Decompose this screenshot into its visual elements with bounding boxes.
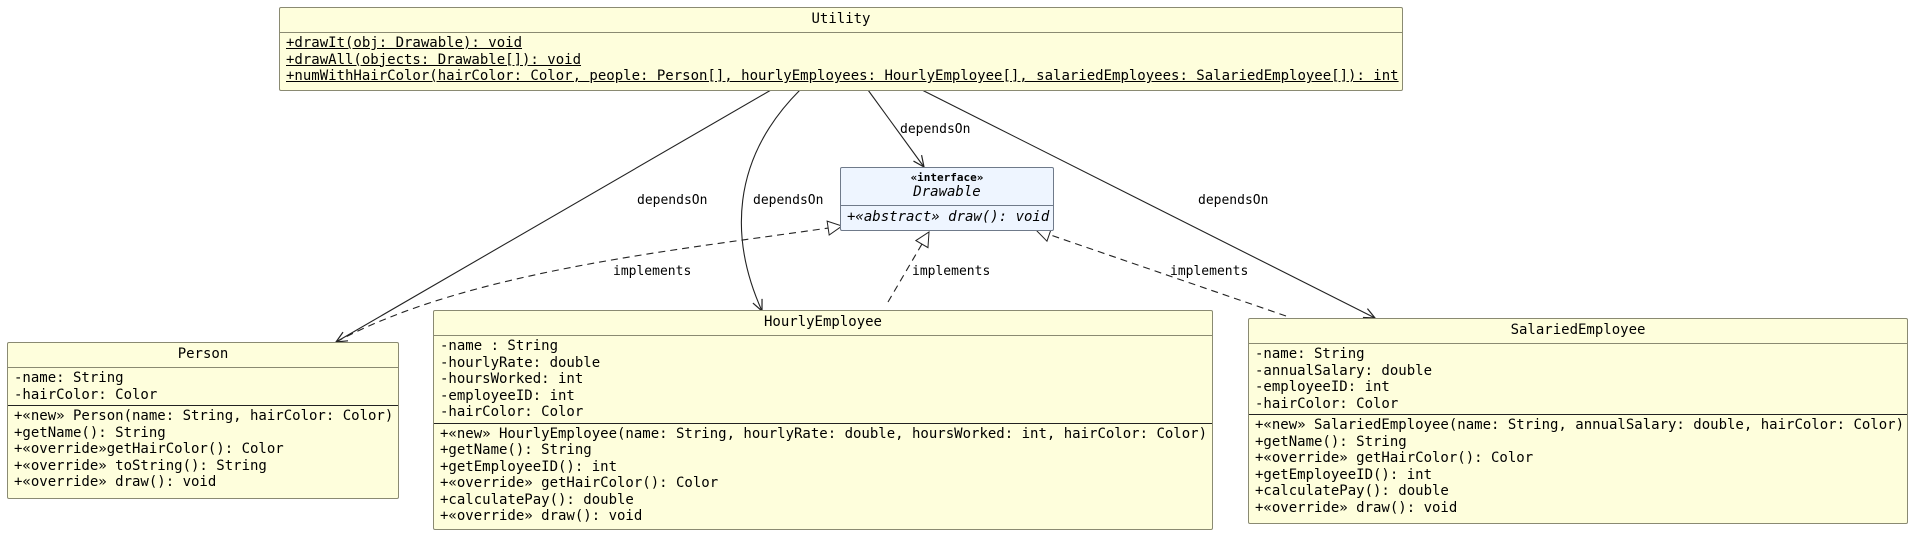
interface-drawable-operations: +«abstract» draw(): void (841, 206, 1053, 228)
label-implements-salaried: implements (1170, 264, 1248, 279)
label-implements-hourly: implements (912, 264, 990, 279)
label-depends-drawable: dependsOn (900, 122, 970, 137)
person-operation: +«new» Person(name: String, hairColor: C… (14, 408, 394, 424)
hourly-attribute: -employeeID: int (440, 387, 575, 404)
utility-operation: +drawIt(obj: Drawable): void (286, 35, 523, 51)
salaried-attribute: -employeeID: int (1255, 379, 1390, 395)
person-operation: +«override» draw(): void (14, 474, 217, 490)
salaried-operation: +«new» SalariedEmployee(name: String, an… (1255, 417, 1905, 433)
class-person-name: Person (177, 346, 229, 362)
salaried-operation: +calculatePay(): double (1255, 483, 1449, 499)
salaried-attribute: -annualSalary: double (1255, 362, 1433, 379)
class-utility: Utility +drawIt(obj: Drawable): void +dr… (279, 7, 1403, 91)
label-depends-salaried: dependsOn (1198, 193, 1268, 208)
person-operation: +«override» toString(): String (14, 457, 267, 474)
hourly-operation: +getName(): String (440, 442, 592, 458)
label-depends-person: dependsOn (637, 193, 707, 208)
hourly-attribute: -hairColor: Color (440, 404, 584, 420)
class-hourly-attributes: -name : String -hourlyRate: double -hour… (434, 336, 1212, 423)
hourly-operation: +«new» HourlyEmployee(name: String, hour… (440, 425, 1208, 442)
salaried-attribute: -name: String (1255, 346, 1365, 362)
edge-utility-to-salaried (921, 89, 1377, 319)
class-person-attributes: -name: String -hairColor: Color (8, 368, 398, 405)
class-utility-operations: +drawIt(obj: Drawable): void +drawAll(ob… (280, 33, 1402, 87)
class-utility-header: Utility (280, 8, 1402, 33)
hourly-attribute: -hoursWorked: int (440, 371, 584, 387)
hourly-attribute: -name : String (440, 338, 559, 354)
drawable-operation: +«abstract» draw(): void (847, 209, 1050, 225)
label-implements-person: implements (613, 264, 691, 279)
edge-utility-to-person (334, 89, 772, 343)
class-utility-name: Utility (811, 11, 871, 27)
class-hourly-name: HourlyEmployee (763, 314, 882, 330)
class-salaried-header: SalariedEmployee (1249, 319, 1907, 344)
interface-drawable-name: Drawable (913, 184, 981, 200)
salaried-operation: +«override» draw(): void (1255, 499, 1458, 516)
class-salaried-attributes: -name: String -annualSalary: double -emp… (1249, 344, 1907, 414)
utility-operation: +numWithHairColor(hairColor: Color, peop… (286, 68, 1399, 84)
salaried-operation: +«override» getHairColor(): Color (1255, 450, 1534, 466)
interface-drawable-header: «interface» Drawable (841, 168, 1053, 206)
hourly-operation: +getEmployeeID(): int (440, 458, 618, 475)
class-salaried-name: SalariedEmployee (1510, 322, 1646, 338)
salaried-operation: +getName(): String (1255, 433, 1407, 450)
person-operation: +getName(): String (14, 424, 166, 441)
class-hourly-header: HourlyEmployee (434, 311, 1212, 336)
person-operation: +«override»getHairColor(): Color (14, 441, 284, 457)
person-attribute: -hairColor: Color (14, 386, 158, 403)
class-hourly-employee: HourlyEmployee -name : String -hourlyRat… (433, 310, 1213, 530)
hourly-attribute: -hourlyRate: double (440, 354, 601, 371)
salaried-operation: +getEmployeeID(): int (1255, 466, 1433, 483)
class-person-header: Person (8, 343, 398, 368)
person-attribute: -name: String (14, 370, 124, 386)
class-person: Person -name: String -hairColor: Color +… (7, 342, 399, 499)
interface-drawable: «interface» Drawable +«abstract» draw():… (840, 167, 1054, 231)
edge-salaried-implements-drawable (1034, 227, 1287, 317)
edge-person-implements-drawable (335, 220, 844, 343)
utility-operation: +drawAll(objects: Drawable[]): void (286, 51, 582, 68)
class-hourly-operations: +«new» HourlyEmployee(name: String, hour… (434, 422, 1212, 527)
salaried-attribute: -hairColor: Color (1255, 395, 1399, 412)
hourly-operation: +«override» draw(): void (440, 508, 643, 524)
edge-hourly-implements-drawable (887, 231, 930, 303)
edge-utility-to-hourly (740, 89, 801, 313)
class-salaried-employee: SalariedEmployee -name: String -annualSa… (1248, 318, 1908, 524)
class-salaried-operations: +«new» SalariedEmployee(name: String, an… (1249, 414, 1907, 518)
label-depends-hourly: dependsOn (753, 193, 823, 208)
hourly-operation: +calculatePay(): double (440, 491, 634, 508)
class-person-operations: +«new» Person(name: String, hairColor: C… (8, 405, 398, 493)
interface-stereotype: «interface» (910, 171, 984, 184)
edge-utility-to-drawable (867, 89, 925, 169)
hourly-operation: +«override» getHairColor(): Color (440, 475, 719, 491)
